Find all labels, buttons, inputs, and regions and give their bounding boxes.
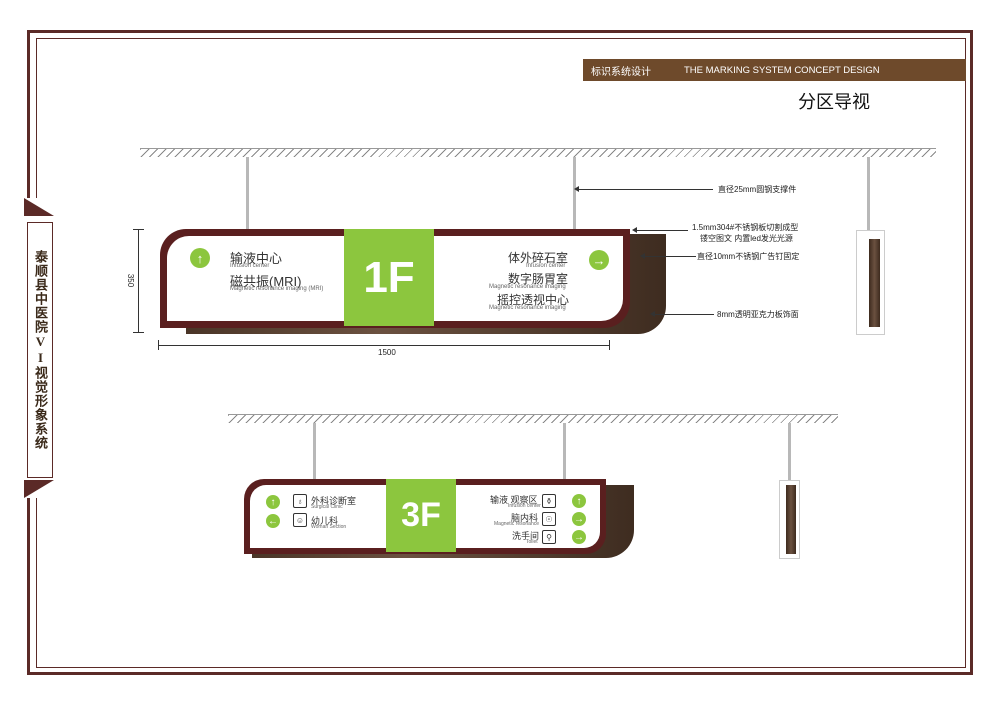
baby-icon: ☺: [293, 513, 307, 527]
support-rod: [867, 157, 870, 230]
sign1-right-item-2-en: Magnetic resonance imaging: [489, 284, 566, 290]
sign1-left-item-2-en: Magnetic resonance imaging (MRI): [230, 286, 324, 292]
sign1-right-item-3-en: Magnetic resonance imaging: [489, 305, 566, 311]
note-material-a: 1.5mm304#不锈钢板切割成型: [692, 223, 799, 232]
sign1-floor-label: 1F: [344, 229, 434, 326]
sign3-right-item-2-en: Magnetic resonance: [494, 521, 540, 527]
sign3-right-item-1: 输液 观察区: [490, 495, 538, 505]
sign3-right-item-2: 脑内科: [511, 513, 539, 523]
up-arrow-icon: ↑: [266, 495, 280, 509]
sign1-right-item-1-en: Infusion center: [526, 263, 566, 269]
header-bar: 标识系统设计 THE MARKING SYSTEM CONCEPT DESIGN: [583, 59, 966, 81]
support-rod: [313, 423, 316, 480]
sign1-right-item-1: 体外碎石室: [508, 251, 569, 265]
sign3-left-item-2-en: Woman Section: [311, 524, 347, 530]
note-fixing: 直径10mm不锈钢广告钉固定: [697, 252, 800, 261]
height-dim-line: [138, 229, 139, 333]
sign3-right-item-3-en: Toilet: [526, 539, 538, 545]
sign1-left-item-1-en: Infusion center: [230, 263, 270, 269]
stethoscope-icon: ♁: [293, 494, 307, 508]
right-arrow-icon: →: [572, 512, 586, 526]
sign3-left-item-1: 外科诊断室: [311, 496, 357, 506]
height-dim-text: 350: [126, 273, 136, 288]
toilet-icon: ⚲: [542, 530, 556, 544]
sign1-right-item-3: 摇控透视中心: [497, 293, 570, 307]
note-material-b: 镂空图文 内置led发光光源: [700, 234, 793, 243]
sign1-right-item-2: 数字肠胃室: [508, 272, 569, 286]
brain-icon: ☉: [542, 512, 556, 526]
ceiling-line-1: [140, 148, 936, 157]
support-rod: [573, 157, 576, 230]
support-rod: [246, 157, 249, 230]
ceiling-line-2: [228, 414, 838, 423]
up-arrow-icon: ↑: [572, 494, 586, 508]
vertical-brand-title: 泰顺县中医院VI视觉形象系统: [27, 222, 53, 478]
sign3-right-item-1-en: Infusion center: [508, 503, 541, 509]
right-arrow-icon: →: [589, 250, 609, 270]
sign1-left-item-2: 磁共振(MRI): [230, 274, 302, 289]
note-acrylic: 8mm透明亚克力板饰面: [717, 310, 799, 319]
right-arrow-icon: →: [572, 530, 586, 544]
sign3-floor-label: 3F: [386, 479, 456, 552]
sign3-left-item-2: 幼儿科: [311, 516, 339, 526]
sign1-left-item-1: 输液中心: [230, 251, 283, 266]
sign3-side-view: [779, 480, 800, 559]
width-dim-text: 1500: [378, 348, 396, 357]
section-title: 分区导视: [798, 92, 870, 112]
header-en: THE MARKING SYSTEM CONCEPT DESIGN: [684, 64, 880, 76]
up-arrow-icon: ↑: [190, 248, 210, 268]
note-support: 直径25mm圆钢支撑件: [718, 185, 797, 194]
sign3-right-item-3: 洗手间: [512, 531, 540, 541]
drip-icon: ⚱: [542, 494, 556, 508]
header-cn: 标识系统设计: [591, 66, 651, 78]
side-tab: [24, 198, 54, 498]
left-arrow-icon: ←: [266, 514, 280, 528]
sign1-side-view: [856, 230, 885, 335]
inner-frame: [36, 38, 966, 668]
support-rod: [788, 423, 791, 480]
width-dim-line: [158, 345, 610, 346]
sign3-left-item-1-en: Surgical Clinic: [311, 504, 343, 510]
support-rod: [563, 423, 566, 480]
